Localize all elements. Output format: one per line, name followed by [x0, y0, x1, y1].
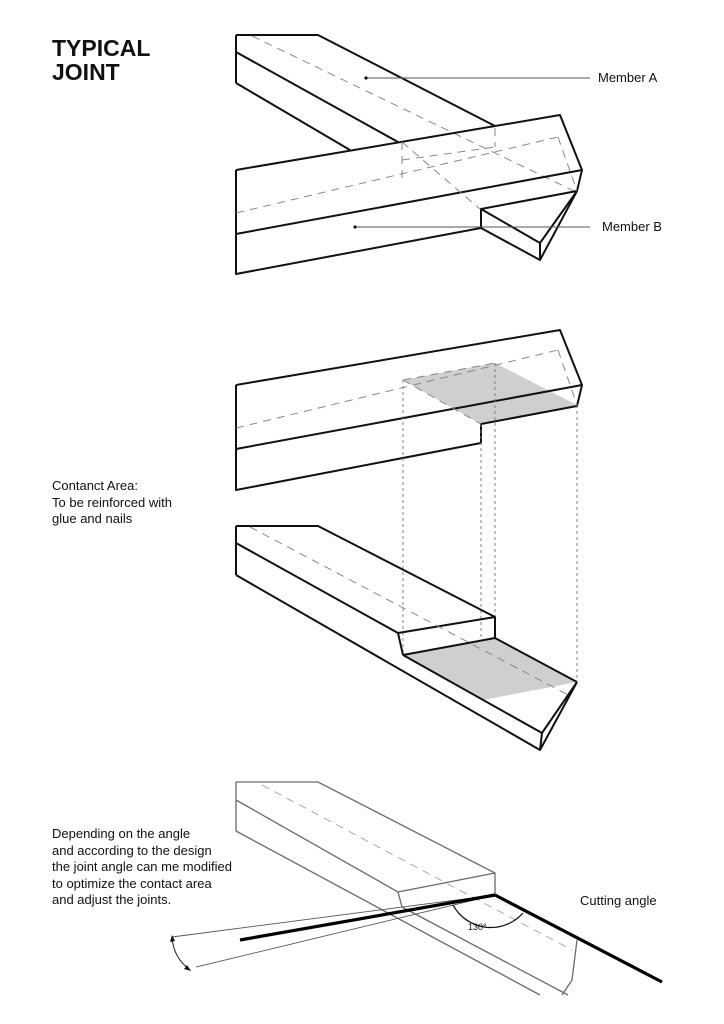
note-line: To be reinforced with	[52, 494, 172, 510]
member-a-label: Member A	[598, 70, 658, 85]
member-b-exploded	[235, 329, 583, 491]
angle-arc	[452, 904, 524, 929]
page-title: TYPICAL JOINT	[52, 36, 150, 84]
member-b-leader-dot	[353, 225, 357, 229]
angle-note: Depending on the angle and according to …	[52, 826, 232, 909]
rotation-arrow-icon	[171, 937, 190, 970]
note-line: Contanct Area:	[52, 478, 138, 493]
cutting-angle-label: Cutting angle	[580, 893, 657, 908]
contact-area-note: Contanct Area: To be reinforced with glu…	[52, 478, 172, 528]
angle-range-line	[195, 894, 496, 968]
note-line: Depending on the angle	[52, 826, 191, 841]
arrowhead-icon	[184, 965, 191, 971]
title-line-1: TYPICAL	[52, 35, 151, 61]
note-line: the joint angle can me modified	[52, 859, 232, 874]
cutting-line	[494, 893, 663, 984]
member-a	[235, 34, 577, 193]
title-line-2: JOINT	[52, 59, 120, 85]
contact-area-top	[403, 363, 577, 424]
arrowhead-icon	[170, 935, 175, 942]
assembled-joint	[235, 34, 590, 275]
note-line: and adjust the joints.	[52, 892, 172, 907]
cutting-line	[239, 893, 496, 942]
note-line: glue and nails	[52, 511, 133, 526]
member-a-leader-dot	[364, 76, 368, 80]
member-b-label: Member B	[602, 219, 662, 234]
cutting-angle-diagram	[170, 781, 663, 996]
angle-value-label: 130°	[468, 922, 487, 932]
contact-area-bottom	[403, 638, 577, 700]
note-line: and according to the design	[52, 842, 212, 858]
note-line: to optimize the contact area	[52, 875, 212, 891]
member-b	[235, 114, 583, 275]
angle-range-line	[171, 894, 496, 938]
member-a-exploded	[235, 525, 578, 751]
